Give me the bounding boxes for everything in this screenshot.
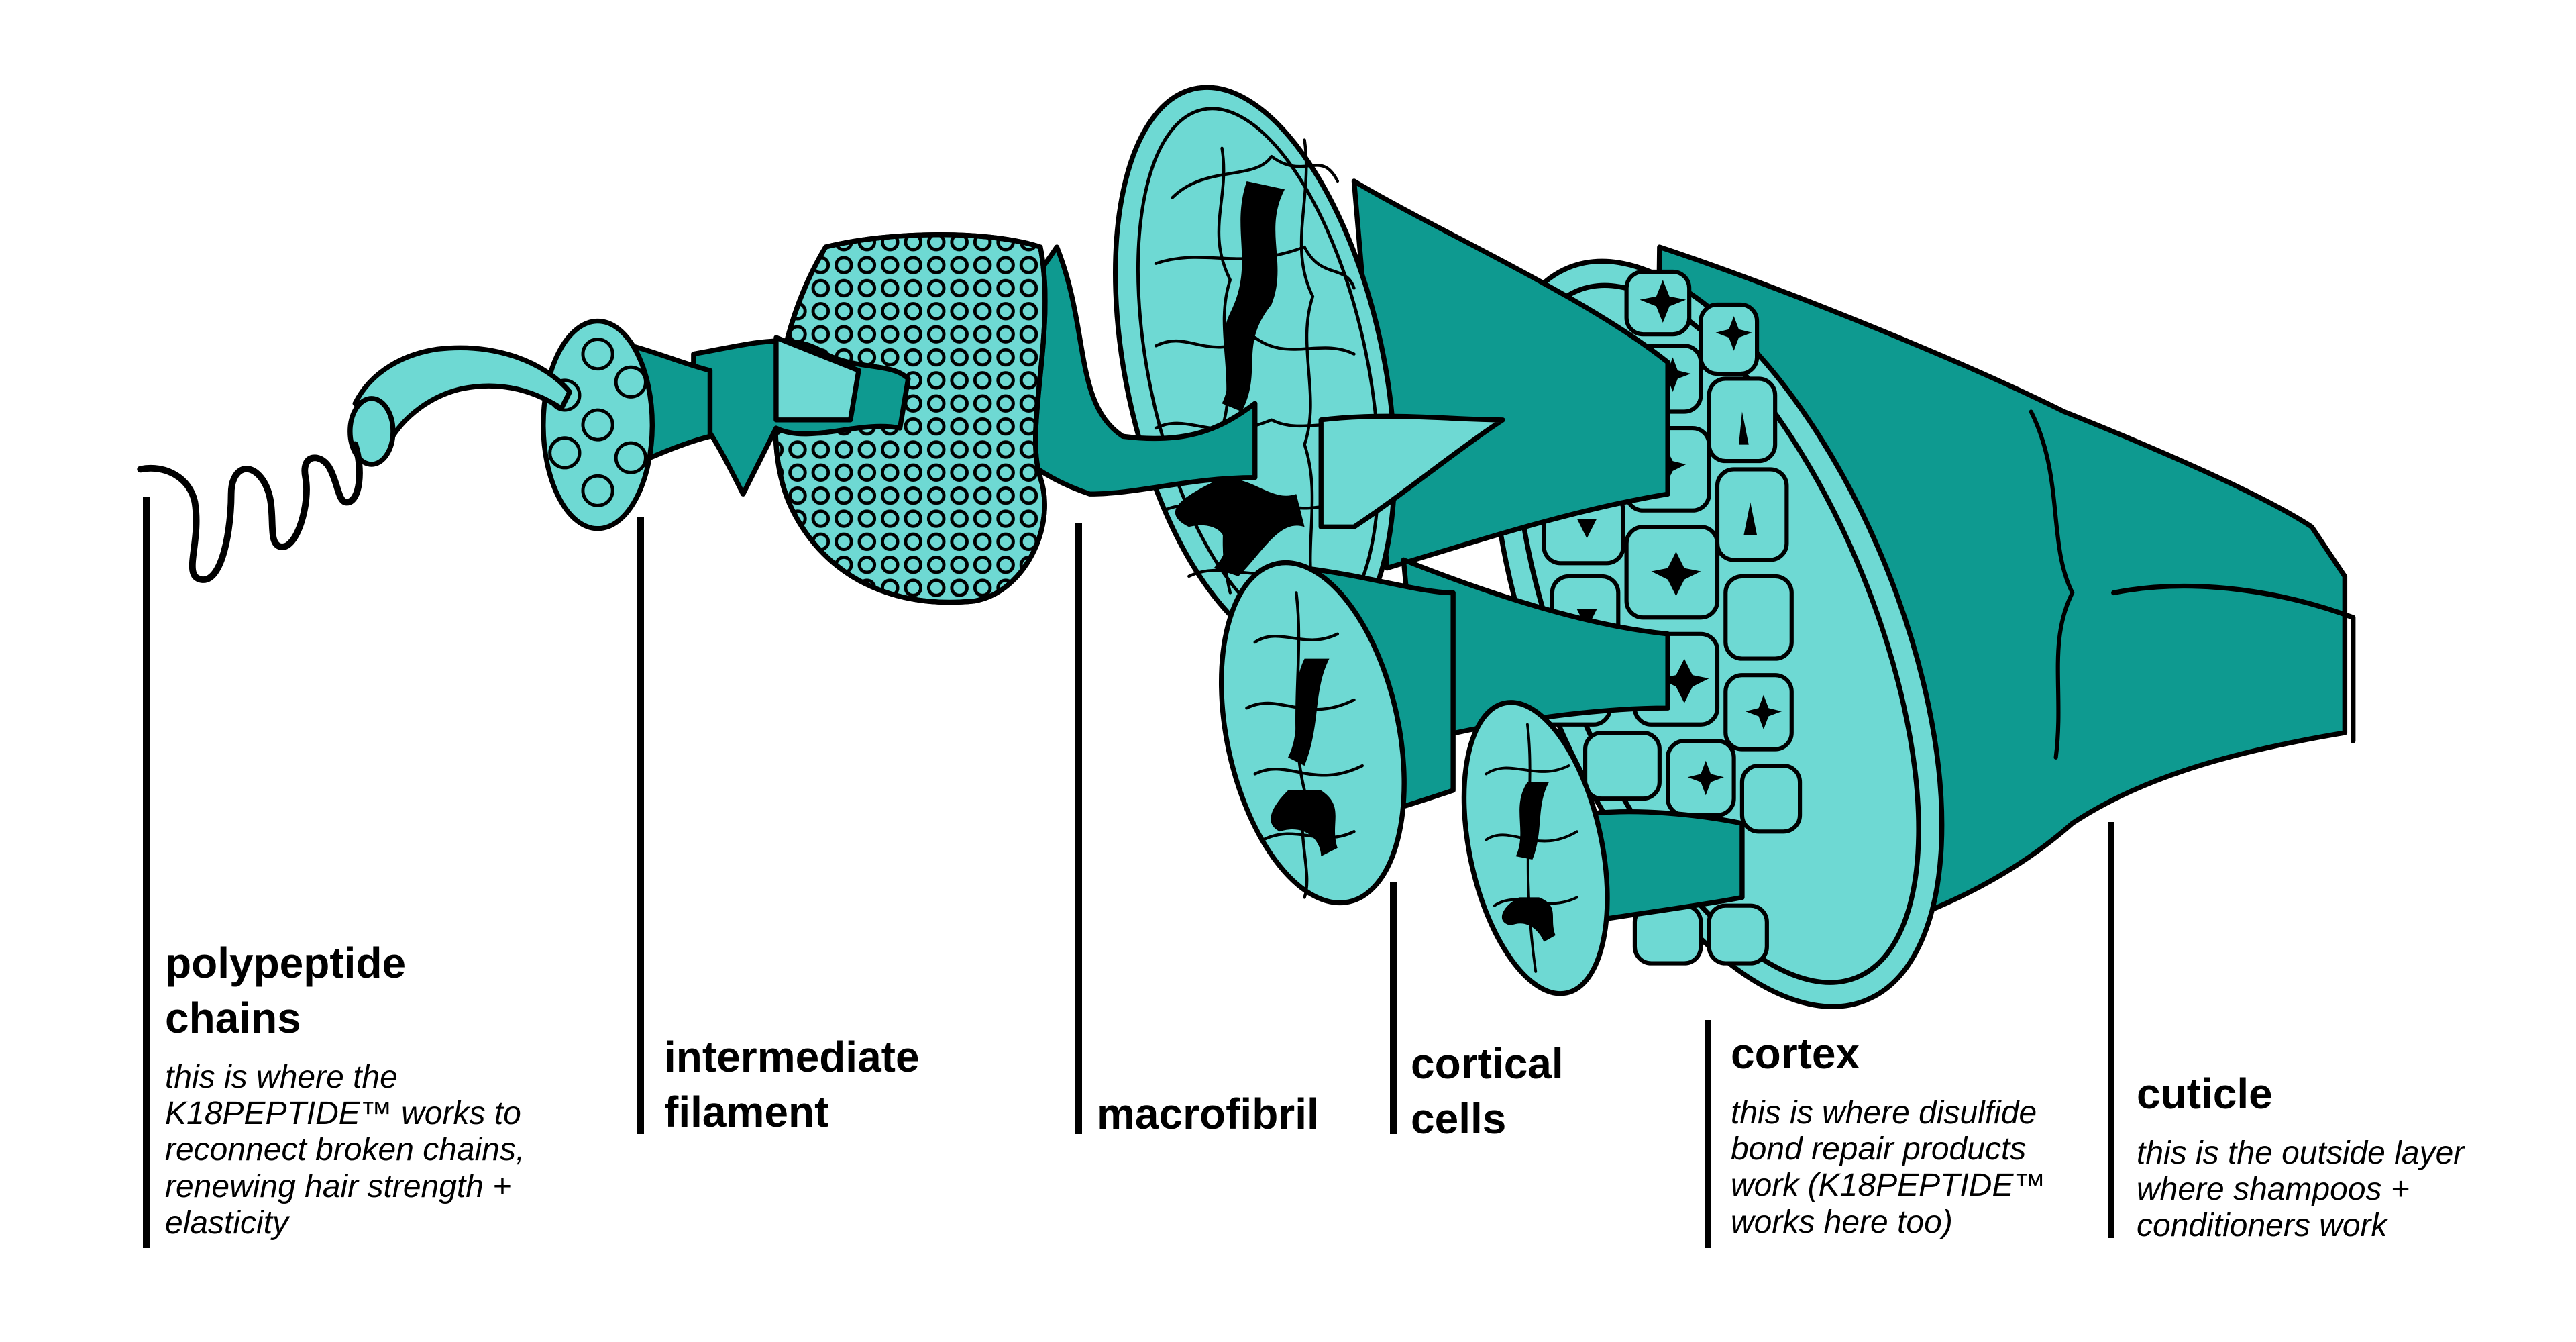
label-macrofibril: macrofibril bbox=[1097, 1087, 1319, 1142]
leader-line-intermediate bbox=[637, 517, 644, 1134]
intermediate-filament bbox=[691, 232, 1048, 605]
leader-line-polypeptide bbox=[143, 497, 150, 1248]
macrofibril-medium bbox=[1218, 560, 1456, 906]
macrofibril-title: macrofibril bbox=[1097, 1090, 1319, 1138]
protofibril-disc bbox=[541, 318, 713, 531]
ribbon-strand bbox=[347, 345, 572, 467]
label-cuticle: cuticle this is the outside layer where … bbox=[2137, 1067, 2464, 1245]
intermediate-title: intermediate filament bbox=[664, 1033, 920, 1136]
label-cortex: cortex this is where disulfide bond repa… bbox=[1731, 1027, 2045, 1241]
cuticle-desc: this is the outside layer where shampoos… bbox=[2137, 1135, 2465, 1244]
cortical-cell-section bbox=[1461, 700, 1745, 996]
cortex-desc: this is where disulfide bond repair prod… bbox=[1731, 1094, 2046, 1240]
cortical-title: cortical cells bbox=[1411, 1039, 1564, 1143]
polypeptide-title: polypeptide chains bbox=[165, 939, 407, 1042]
leader-line-cuticle bbox=[2108, 822, 2114, 1238]
leader-line-cortex bbox=[1705, 1020, 1711, 1248]
leader-line-macrofibril bbox=[1075, 523, 1082, 1134]
polypeptide-helix bbox=[137, 441, 363, 583]
label-intermediate-filament: intermediate filament bbox=[664, 1030, 920, 1140]
cortex-title: cortex bbox=[1731, 1029, 1860, 1078]
label-polypeptide-chains: polypeptide chains this is where the K18… bbox=[165, 936, 525, 1241]
leader-line-cortical bbox=[1390, 882, 1397, 1134]
polypeptide-desc: this is where the K18PEPTIDE™ works to r… bbox=[165, 1059, 525, 1241]
cuticle-title: cuticle bbox=[2137, 1070, 2273, 1118]
label-cortical-cells: cortical cells bbox=[1411, 1037, 1564, 1147]
